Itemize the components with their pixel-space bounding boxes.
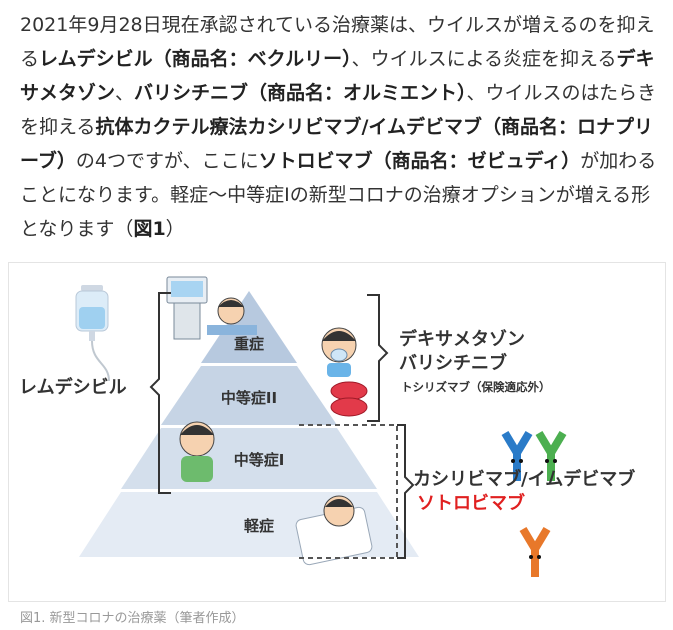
text-segment: 、ウイルスによる炎症を抑える (351, 48, 617, 70)
red-pills-icon (330, 381, 368, 417)
right-bottom-brace (397, 424, 415, 559)
bold-text-segment: 図1 (133, 218, 166, 240)
bold-text-segment: 抗体カクテル療法カシリビマブ/イムデビマブ（商品名：ロナプリーブ） (20, 116, 653, 172)
ventilator-patient-icon (166, 276, 257, 340)
right-bottom-line2: ソトロビマブ (417, 492, 525, 514)
sleeping-patient-icon (295, 495, 373, 566)
article-paragraph: 2021年9月28日現在承認されている治療薬は、ウイルスが増えるのを抑えるレムデ… (20, 8, 660, 246)
right-top-line2: バリシチニブ (399, 352, 507, 374)
oxygen-mask-patient-icon (321, 327, 357, 377)
iv-drip-icon (75, 285, 110, 382)
bold-text-segment: ソトロビマブ（商品名：ゼビュディ） (258, 150, 581, 172)
figure-1: 重症 中等症II 中等症I 軽症 (8, 262, 666, 602)
antibody-green-icon (535, 430, 567, 481)
right-bottom-line1: カシリビマブ/イムデビマブ (413, 468, 635, 490)
sick-person-icon (179, 421, 215, 482)
right-bottom-dashed-brace (299, 424, 398, 559)
left-brace (149, 292, 171, 494)
pyramid-tier-2 (161, 366, 337, 425)
level-mild-label: 軽症 (244, 517, 274, 535)
treatment-pyramid-diagram: 重症 中等症II 中等症I 軽症 (19, 276, 635, 577)
right-top-note: トシリズマブ（保険適応外） (401, 380, 551, 394)
bold-text-segment: デキサメタゾン (20, 48, 655, 104)
text-segment: の4つですが、ここに (75, 150, 259, 172)
text-segment: が加わることになります。軽症～中等症Iの新型コロナの治療オプションが増える形とな… (20, 150, 657, 240)
level-moderate1-label: 中等症I (234, 451, 285, 469)
level-moderate2-label: 中等症II (221, 389, 277, 407)
antibody-blue-icon (501, 430, 533, 481)
antibody-orange-icon (519, 526, 551, 577)
text-segment: 、ウイルスのはたらきを抑える (20, 82, 657, 138)
left-drug-label: レムデシビル (19, 376, 127, 398)
bold-text-segment: バリシチニブ（商品名：オルミエント） (134, 82, 467, 104)
right-top-line1: デキサメタゾン (399, 328, 525, 350)
level-severe-label: 重症 (234, 335, 264, 353)
text-segment: 2021年9月28日現在承認されている治療薬は、ウイルスが増えるのを抑える (20, 14, 655, 70)
right-top-brace (367, 294, 389, 422)
figure-caption: 図1. 新型コロナの治療薬（筆者作成） (20, 611, 245, 626)
text-segment: 、 (115, 82, 135, 104)
bold-text-segment: レムデシビル（商品名：ベクルリー） (39, 48, 352, 70)
text-segment: ） (165, 218, 185, 240)
